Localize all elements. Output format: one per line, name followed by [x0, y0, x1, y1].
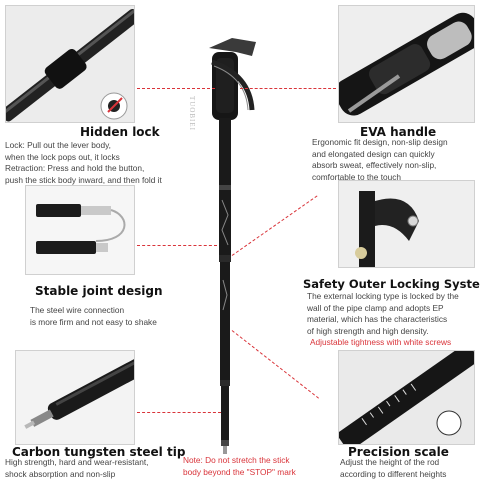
- stable-joint-photo: [25, 185, 135, 275]
- outer-locking-title: Safety Outer Locking System: [303, 277, 480, 291]
- outer-locking-note: Adjustable tightness with white screws: [310, 337, 452, 348]
- eva-handle-description: Ergonomic fit design, non-slip design an…: [312, 137, 448, 182]
- precision-scale-photo: [338, 350, 475, 445]
- carbon-tip-title: Carbon tungsten steel tip: [12, 445, 186, 459]
- brand-text: TUOBIEI: [188, 96, 196, 131]
- leader-locking: [231, 195, 318, 256]
- stable-joint-title: Stable joint design: [35, 284, 163, 298]
- leader-joint: [137, 245, 217, 246]
- precision-scale-title: Precision scale: [348, 445, 449, 459]
- leader-eva: [240, 88, 336, 89]
- outer-locking-photo: [338, 180, 475, 268]
- hidden-lock-photo: [5, 5, 135, 123]
- precision-scale-description: Adjust the height of the rod according t…: [340, 457, 447, 479]
- leader-tip: [137, 412, 221, 413]
- hidden-lock-title: Hidden lock: [80, 125, 160, 139]
- eva-handle-title: EVA handle: [360, 125, 437, 139]
- leader-hidden-lock: [137, 88, 215, 89]
- outer-locking-description: The external locking type is locked by t…: [307, 291, 477, 349]
- stop-mark-note: Note: Do not stretch the stick body beyo…: [183, 455, 296, 477]
- leader-scale: [231, 330, 319, 399]
- eva-handle-photo: [338, 5, 475, 123]
- carbon-tip-photo: [15, 350, 135, 445]
- carbon-tip-description: High strength, hard and wear-resistant, …: [5, 457, 149, 479]
- stable-joint-description: The steel wire connection is more firm a…: [30, 305, 157, 327]
- hidden-lock-description: Lock: Pull out the lever body, when the …: [5, 140, 162, 185]
